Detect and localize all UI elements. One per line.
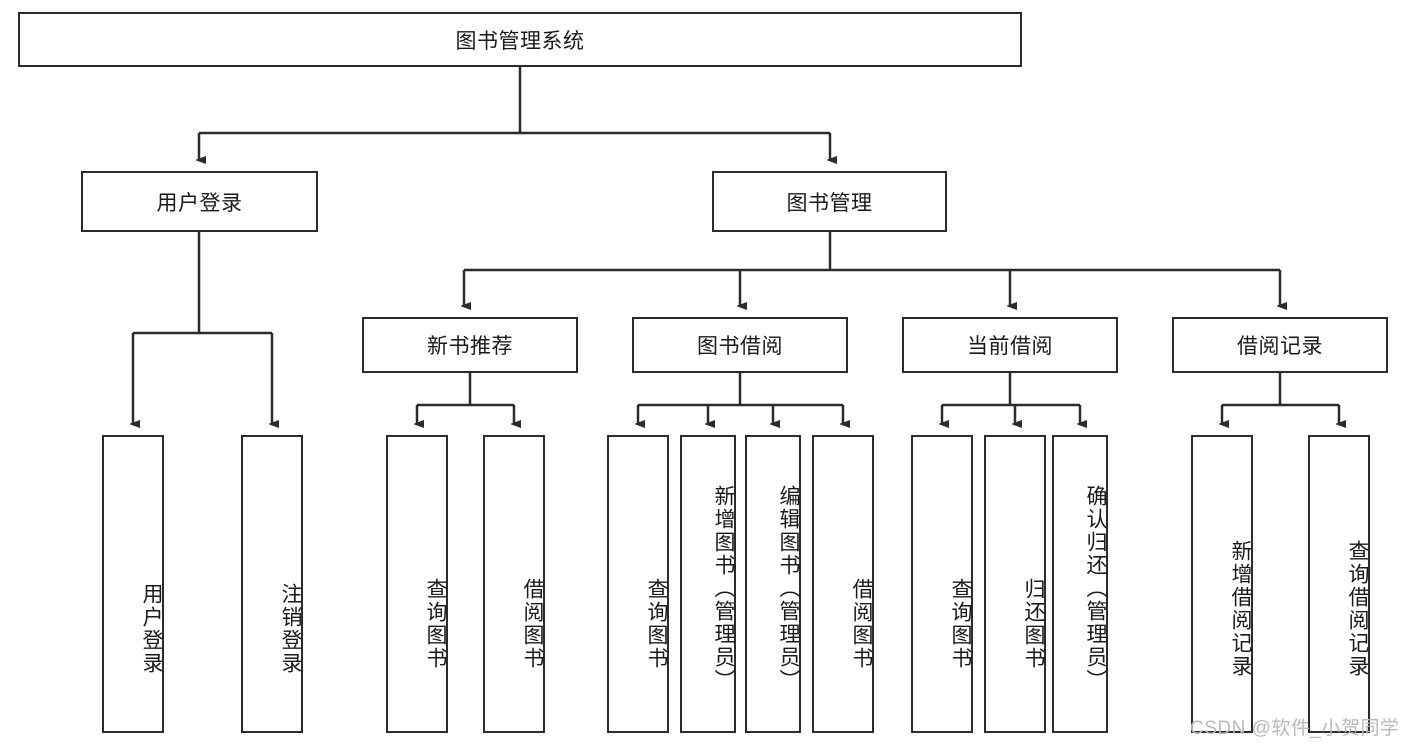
node-user-login[interactable]: 用户登录 (81, 171, 318, 232)
node-current-borrow[interactable]: 当前借阅 (902, 317, 1118, 373)
node-leaf-user-login[interactable]: 用户登录 (102, 435, 164, 733)
node-leaf-return-book[interactable]: 归还图书 (984, 435, 1046, 733)
node-leaf-add-borrow-record[interactable]: 新增借阅记录 (1191, 435, 1253, 733)
node-leaf-borrow-book-2-label: 借阅图书 (850, 578, 873, 670)
node-leaf-edit-book-admin[interactable]: 编辑图书（管理员） (745, 435, 801, 733)
node-leaf-user-login-label: 用户登录 (140, 583, 163, 675)
node-borrow-record-label: 借阅记录 (1237, 335, 1323, 358)
node-leaf-edit-book-admin-label: 编辑图书（管理员） (777, 484, 800, 692)
node-leaf-add-book-admin[interactable]: 新增图书（管理员） (680, 435, 736, 733)
node-leaf-query-borrow-record[interactable]: 查询借阅记录 (1308, 435, 1370, 733)
node-leaf-borrow-book-2[interactable]: 借阅图书 (812, 435, 874, 733)
node-leaf-logout-login-label: 注销登录 (279, 583, 302, 675)
node-leaf-query-book-1[interactable]: 查询图书 (386, 435, 448, 733)
node-new-book-recommend[interactable]: 新书推荐 (362, 317, 578, 373)
node-current-borrow-label: 当前借阅 (967, 335, 1053, 358)
node-leaf-query-book-1-label: 查询图书 (424, 578, 447, 670)
node-borrow-record[interactable]: 借阅记录 (1172, 317, 1388, 373)
node-book-borrow[interactable]: 图书借阅 (632, 317, 848, 373)
node-leaf-return-book-label: 归还图书 (1022, 578, 1045, 670)
node-new-book-recommend-label: 新书推荐 (427, 335, 513, 358)
node-leaf-query-book-3[interactable]: 查询图书 (911, 435, 973, 733)
node-leaf-confirm-return[interactable]: 确认归还（管理员） (1052, 435, 1108, 733)
node-leaf-confirm-return-label: 确认归还（管理员） (1084, 484, 1107, 692)
node-leaf-borrow-book-1[interactable]: 借阅图书 (483, 435, 545, 733)
node-book-manage[interactable]: 图书管理 (712, 171, 947, 232)
csdn-watermark: CSDN @软件_小贺同学 (1190, 718, 1400, 739)
node-leaf-logout-login[interactable]: 注销登录 (241, 435, 303, 733)
node-leaf-add-book-admin-label: 新增图书（管理员） (712, 484, 735, 692)
node-leaf-query-book-2-label: 查询图书 (645, 578, 668, 670)
node-leaf-borrow-book-1-label: 借阅图书 (521, 578, 544, 670)
node-user-login-label: 用户登录 (156, 191, 243, 215)
node-book-manage-label: 图书管理 (786, 191, 873, 215)
node-leaf-add-borrow-record-label: 新增借阅记录 (1229, 540, 1252, 678)
node-leaf-query-borrow-record-label: 查询借阅记录 (1346, 540, 1369, 678)
node-root-label: 图书管理系统 (455, 29, 585, 53)
node-leaf-query-book-2[interactable]: 查询图书 (607, 435, 669, 733)
node-root[interactable]: 图书管理系统 (18, 12, 1022, 67)
node-book-borrow-label: 图书借阅 (697, 335, 783, 358)
node-leaf-query-book-3-label: 查询图书 (949, 578, 972, 670)
